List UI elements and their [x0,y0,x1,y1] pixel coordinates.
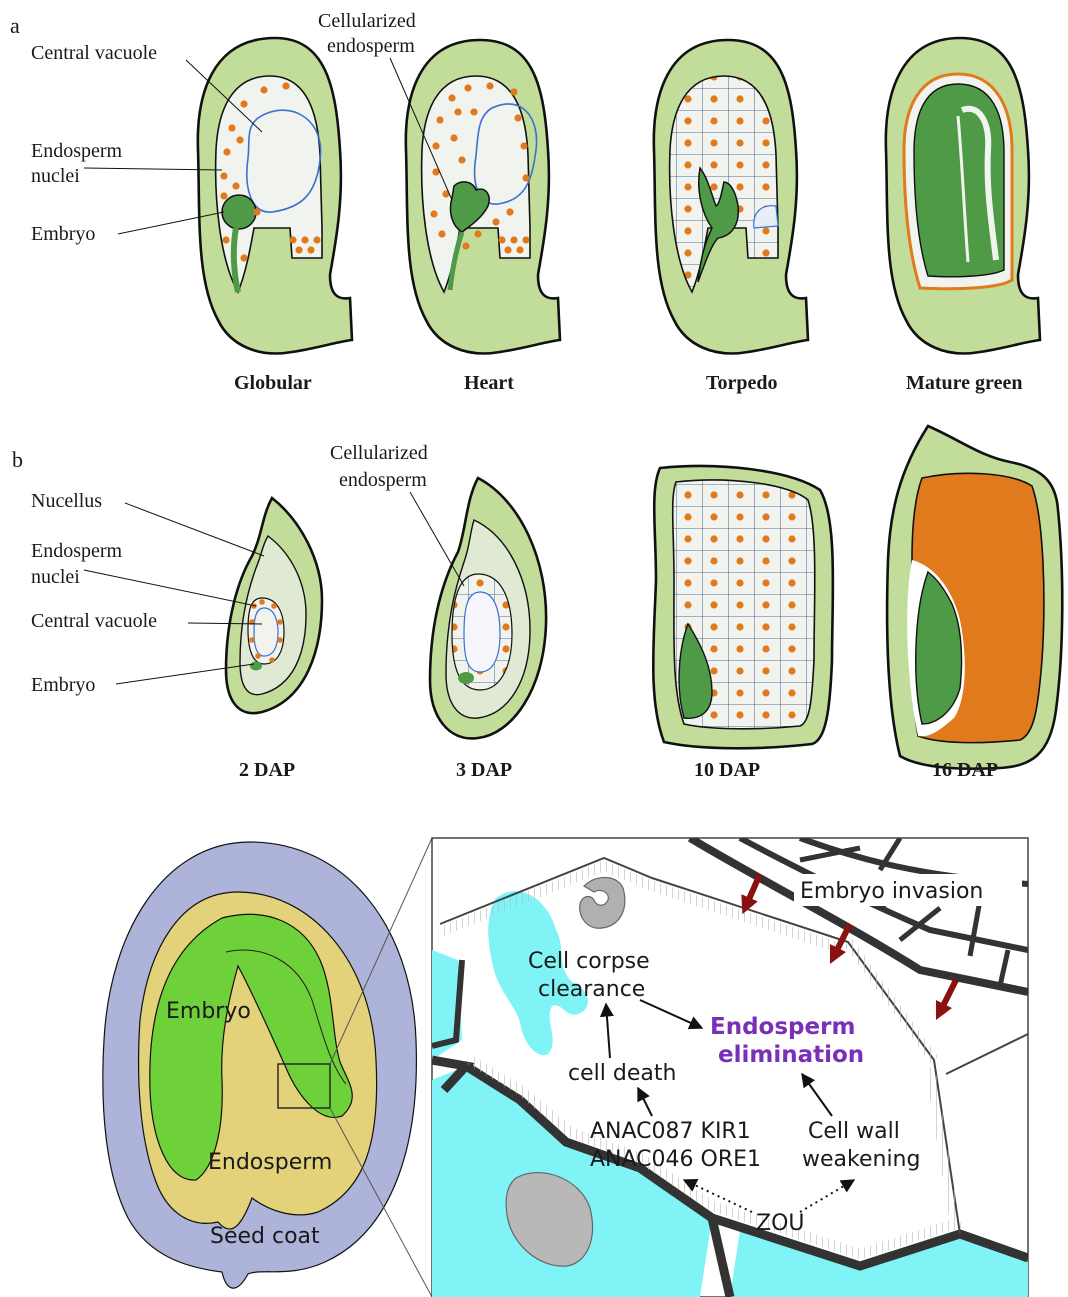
seed-10dap [653,466,833,748]
label-embryo-invasion: Embryo invasion [800,879,983,904]
label-cell-corpse-line1: Cell corpse [528,949,650,974]
label-cellularized-line1: Cellularized [318,10,416,32]
label-b-cellularized-line2: endosperm [339,469,427,491]
label-central-vacuole: Central vacuole [31,42,157,64]
label-b-endosperm-nuclei-line1: Endosperm [31,540,123,562]
label-nucellus: Nucellus [31,490,102,512]
stage-torpedo: Torpedo [706,372,778,394]
panel-a-letter: a [10,13,20,38]
seed-mature-green [886,38,1040,353]
stage-mature-green: Mature green [906,372,1022,394]
label-endosperm-nuclei-line2: nuclei [31,165,80,187]
seed-label-endosperm: Endosperm [208,1150,332,1175]
seed-overview: Embryo Endosperm Seed coat [103,838,432,1297]
stage-globular: Globular [234,372,312,394]
stage-3dap: 3 DAP [456,759,512,781]
label-b-endosperm-nuclei-line2: nuclei [31,566,80,588]
seed-globular [198,38,352,353]
label-anac-line2: ANAC046 ORE1 [590,1147,761,1172]
seed-16dap [887,426,1062,769]
zoom-panel: Embryo invasion Cell corpse clearance En… [432,838,1028,1297]
label-b-central-vacuole: Central vacuole [31,610,157,632]
label-b-cellularized-line1: Cellularized [330,442,428,464]
stage-2dap: 2 DAP [239,759,295,781]
label-cellularized-line2: endosperm [327,35,415,57]
label-b-embryo: Embryo [31,674,95,696]
seed-torpedo [654,40,808,353]
label-cell-death: cell death [568,1061,676,1086]
label-embryo: Embryo [31,223,95,245]
stage-16dap: 16 DAP [932,759,998,781]
label-cell-wall-line1: Cell wall [808,1119,900,1144]
label-zou: ZOU [756,1211,805,1236]
label-cell-corpse-line2: clearance [538,977,645,1002]
label-anac-line1: ANAC087 KIR1 [590,1119,751,1144]
label-endosperm-elimination-line2: elimination [718,1042,864,1068]
label-endosperm-nuclei-line1: Endosperm [31,140,123,162]
stage-heart: Heart [464,372,514,394]
seed-label-embryo: Embryo [166,999,251,1024]
seed-heart [406,40,560,353]
seed-2dap [226,498,322,713]
label-endosperm-elimination-line1: Endosperm [710,1014,855,1040]
panel-b-letter: b [12,447,23,472]
seed-label-seed-coat: Seed coat [210,1224,320,1249]
label-cell-wall-line2: weakening [802,1147,920,1172]
seed-3dap [430,478,546,738]
stage-10dap: 10 DAP [694,759,760,781]
